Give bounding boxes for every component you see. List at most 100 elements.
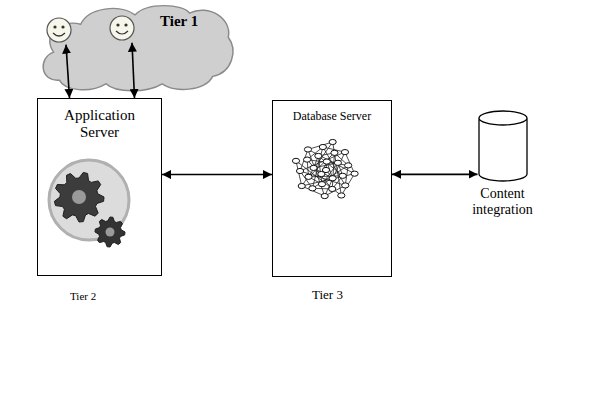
- network-link: [318, 156, 342, 176]
- node-label: Content integration: [458, 186, 548, 218]
- network-link: [296, 161, 302, 186]
- network-link: [308, 149, 355, 173]
- network-node: [310, 165, 317, 170]
- network-node: [318, 171, 325, 176]
- network-node: [345, 163, 352, 168]
- network-node: [315, 153, 322, 158]
- connector-arrow: [66, 45, 70, 98]
- network-link: [309, 176, 343, 177]
- network-node: [305, 174, 312, 179]
- connector-arrow: [392, 174, 478, 176]
- network-link: [341, 174, 354, 196]
- network-link: [321, 170, 326, 174]
- network-node: [318, 182, 325, 187]
- network-link: [314, 168, 322, 174]
- network-link: [327, 162, 333, 179]
- network-link: [318, 153, 334, 156]
- network-node: [329, 176, 336, 181]
- network-node: [292, 158, 299, 163]
- network-link: [307, 160, 308, 177]
- network-node: [319, 144, 326, 149]
- database-cylinder: Content integration: [440, 110, 565, 218]
- network-node: [341, 150, 348, 155]
- tier-label: Tier 2: [70, 290, 96, 302]
- network-node: [334, 160, 341, 165]
- network-link: [300, 149, 308, 171]
- cloud-region: Tier 1: [38, 0, 238, 95]
- network-link: [327, 162, 338, 163]
- cylinder-shape: [478, 110, 528, 182]
- network-link: [325, 152, 345, 196]
- network-node: [309, 186, 316, 191]
- network-node: [321, 193, 328, 198]
- network-link: [322, 178, 333, 184]
- tier-label: Tier 3: [312, 287, 343, 303]
- network-link: [326, 162, 328, 170]
- network-link: [302, 186, 325, 196]
- network-link: [332, 153, 334, 189]
- network-node: [338, 193, 345, 198]
- network-link: [307, 160, 332, 189]
- network-link: [321, 162, 326, 174]
- network-node: [296, 168, 303, 173]
- network-link: [323, 147, 345, 152]
- network-link: [296, 161, 341, 196]
- network-link: [318, 156, 322, 184]
- cloud-outline: [43, 6, 233, 91]
- network-link: [309, 153, 335, 177]
- network-link: [309, 177, 322, 184]
- network-link: [326, 170, 333, 178]
- network-link: [333, 142, 342, 195]
- gears-icon: [49, 160, 129, 247]
- network-node: [298, 183, 305, 188]
- gear: [95, 217, 125, 247]
- network-link: [308, 142, 333, 149]
- network-link: [332, 176, 342, 189]
- network-icon: [292, 139, 358, 198]
- network-link: [312, 147, 322, 188]
- network-link: [302, 174, 355, 186]
- network-link: [345, 165, 348, 185]
- network-link: [308, 149, 325, 196]
- network-link: [300, 171, 312, 188]
- network-link: [300, 171, 345, 185]
- network-link: [302, 142, 333, 186]
- network-node: [342, 183, 349, 188]
- server-box: Database Server: [272, 100, 392, 277]
- network-node: [331, 150, 338, 155]
- network-link: [307, 160, 348, 166]
- network-node: [304, 147, 311, 152]
- network-node: [322, 167, 329, 172]
- network-link: [345, 152, 355, 174]
- network-node: [329, 139, 336, 144]
- node-label: Database Server: [282, 109, 382, 124]
- gear: [54, 172, 104, 222]
- network-link: [300, 152, 345, 171]
- network-link: [323, 147, 345, 185]
- network-node: [339, 173, 346, 178]
- network-link: [322, 163, 338, 184]
- network-node: [323, 159, 330, 164]
- network-node: [304, 157, 311, 162]
- connector-arrow: [132, 43, 135, 98]
- connector-arrow: [162, 174, 272, 176]
- network-link: [314, 156, 319, 168]
- network-link: [338, 163, 343, 176]
- tier-heading: Tier 1: [160, 13, 198, 30]
- smiley-face: [47, 18, 71, 42]
- network-node: [329, 186, 336, 191]
- network-link: [314, 168, 333, 178]
- network-link: [314, 163, 338, 168]
- cloud-outline: [38, 0, 238, 95]
- network-link: [325, 185, 346, 196]
- network-link: [321, 170, 326, 174]
- node-label: Application Server: [55, 107, 145, 141]
- network-link: [334, 153, 348, 166]
- server-box: Application Server: [37, 98, 162, 276]
- network-link: [312, 165, 348, 188]
- network-node: [351, 171, 358, 176]
- cylinder-shape: [479, 111, 527, 181]
- network-link: [307, 147, 323, 160]
- smiley-face: [110, 16, 134, 40]
- network-link: [312, 188, 332, 190]
